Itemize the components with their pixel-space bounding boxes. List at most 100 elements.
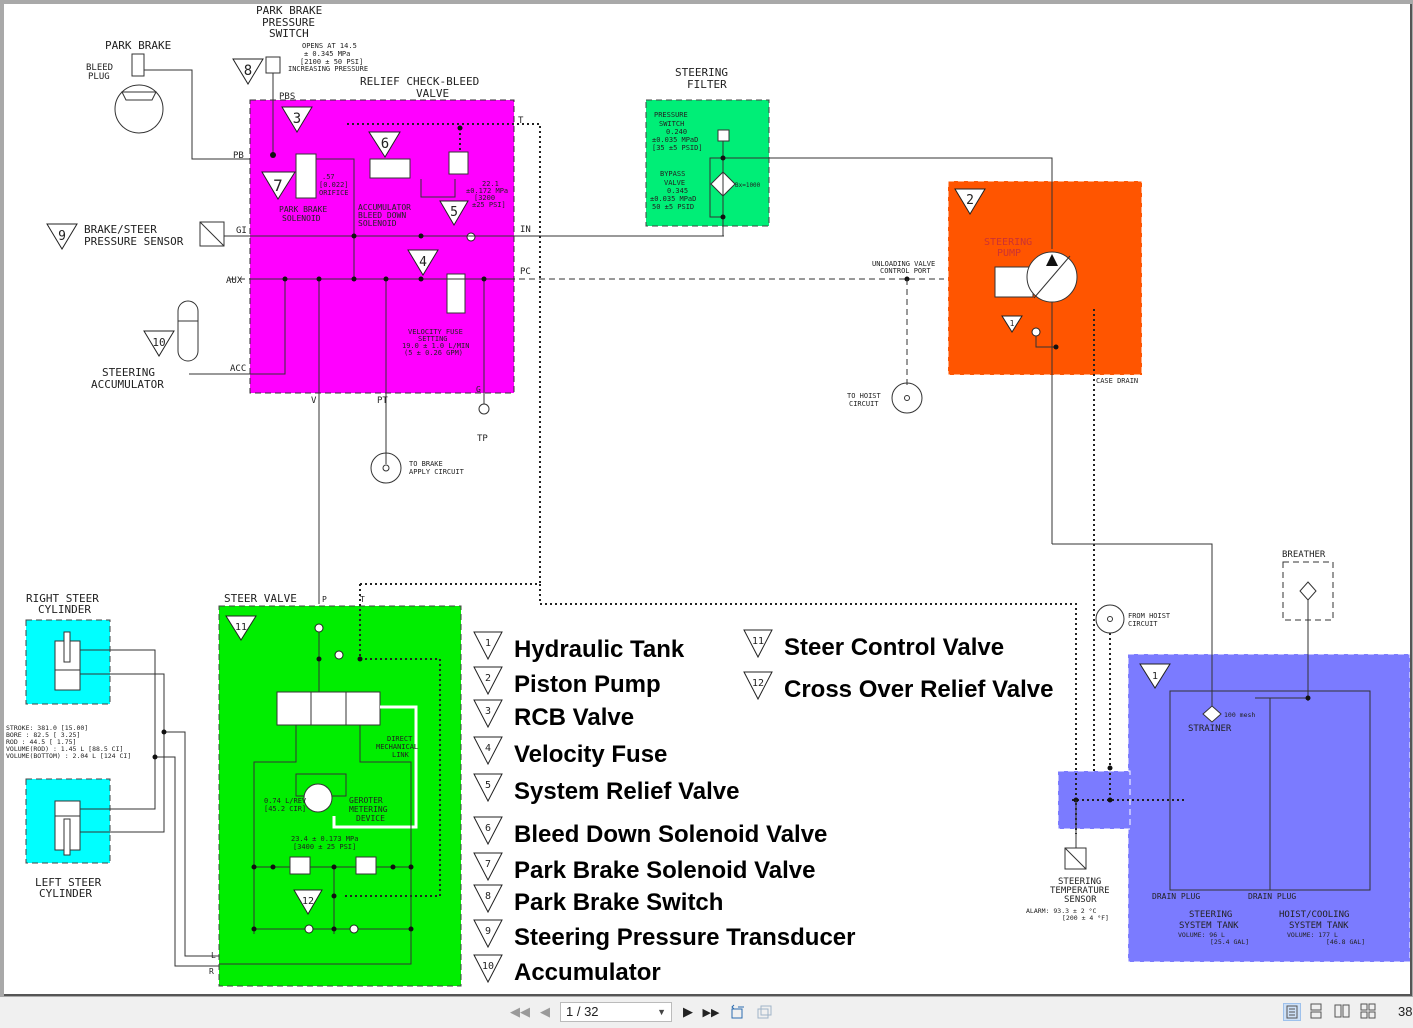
port-acc: ACC bbox=[230, 364, 246, 374]
pdf-page: PARK BRAKE BLEED PLUG PARK BRAKE PRESSUR… bbox=[4, 4, 1412, 996]
orifice-spec-1: .57 bbox=[322, 173, 335, 181]
port-r: R bbox=[209, 967, 214, 976]
continuous-view-button[interactable] bbox=[1308, 1003, 1326, 1021]
svg-text:2: 2 bbox=[966, 193, 974, 208]
port-l: L bbox=[211, 951, 216, 960]
to-brake-label-1: TO BRAKE bbox=[409, 460, 443, 468]
port-t-steer: T bbox=[360, 595, 365, 604]
filter-ps-5: [35 ±5 PSID] bbox=[652, 144, 703, 152]
filter-bv-2: VALVE bbox=[664, 179, 685, 187]
port-pc: PC bbox=[520, 267, 531, 277]
legend-number: 8 bbox=[485, 891, 491, 902]
filter-ps-4: ±0.035 MPaD bbox=[652, 136, 698, 144]
filter-pressure-switch-icon bbox=[717, 129, 730, 142]
last-page-icon[interactable]: ▶▶ bbox=[702, 1005, 720, 1019]
legend-label: Velocity Fuse bbox=[514, 741, 667, 768]
steer-relief-1: 23.4 ± 0.173 MPa bbox=[291, 835, 358, 843]
filter-bv-1: BYPASS bbox=[660, 170, 685, 178]
legend-label: Accumulator bbox=[514, 959, 661, 986]
to-hoist-label-2: CIRCUIT bbox=[849, 400, 879, 408]
relief-spec-4: ±25 PSI] bbox=[472, 201, 506, 209]
filter-title-1: STEERING bbox=[675, 66, 728, 79]
relief-spec-1: 22.1 bbox=[482, 180, 499, 188]
legend-label: System Relief Valve bbox=[514, 778, 739, 805]
previous-view-icon[interactable] bbox=[728, 1002, 748, 1022]
legend-number: 6 bbox=[485, 823, 491, 834]
svg-text:3: 3 bbox=[293, 111, 301, 127]
continuous-facing-view-button[interactable] bbox=[1360, 1003, 1378, 1021]
to-brake-label-2: APPLY CIRCUIT bbox=[409, 468, 465, 476]
previous-page-icon[interactable]: ◀ bbox=[540, 1004, 550, 1020]
accumulator-icon bbox=[177, 300, 199, 362]
page-number-dropdown[interactable]: 1 / 32 ▼ bbox=[560, 1002, 672, 1022]
vf-spec-2: SETTING bbox=[418, 335, 448, 343]
filter-bv-5: 50 ±5 PSID bbox=[652, 203, 694, 211]
accumulator-label-2: ACCUMULATOR bbox=[91, 378, 164, 391]
legend-number: 12 bbox=[752, 678, 764, 689]
document-viewer: PARK BRAKE BLEED PLUG PARK BRAKE PRESSUR… bbox=[4, 4, 1412, 996]
legend-number: 3 bbox=[485, 706, 491, 717]
pump-title-1: STEERING bbox=[984, 237, 1032, 248]
park-brake-label: PARK BRAKE bbox=[105, 39, 171, 52]
badge-10: 10 bbox=[143, 330, 175, 357]
steer-valve-title: STEER VALVE bbox=[224, 592, 297, 605]
first-page-icon[interactable]: ◀◀ bbox=[510, 1004, 530, 1020]
left-cylinder-label-2: CYLINDER bbox=[39, 887, 92, 900]
legend-number: 11 bbox=[752, 636, 764, 647]
bleed-plug-label: BLEED bbox=[86, 63, 113, 73]
test-point-label: TP bbox=[477, 434, 488, 444]
gerotor-label-1: GEROTER bbox=[349, 796, 383, 805]
unloading-port-label-2: CONTROL PORT bbox=[880, 267, 931, 275]
svg-text:4: 4 bbox=[419, 255, 427, 270]
pb-switch-icon bbox=[265, 56, 281, 74]
badge-5: 5 bbox=[439, 200, 469, 226]
crossover-relief-left bbox=[289, 856, 311, 875]
brake-steer-sensor-label-1: BRAKE/STEER bbox=[84, 223, 157, 236]
legend-label: Hydraulic Tank bbox=[514, 636, 685, 663]
hydraulic-schematic: PARK BRAKE BLEED PLUG PARK BRAKE PRESSUR… bbox=[6, 4, 1410, 987]
port-g: G bbox=[476, 385, 481, 394]
facing-view-button[interactable] bbox=[1334, 1003, 1352, 1021]
single-page-view-button[interactable] bbox=[1283, 1003, 1301, 1021]
single-page-icon bbox=[1286, 1005, 1298, 1019]
legend-number: 7 bbox=[485, 859, 491, 870]
bleed-down-solenoid-valve bbox=[369, 158, 411, 179]
strainer-mesh-label: 100 mesh bbox=[1224, 711, 1255, 719]
steering-tank-label-1: STEERING bbox=[1189, 910, 1232, 920]
legend-badge-icon bbox=[473, 852, 503, 882]
zoom-level[interactable]: 38 bbox=[1398, 1004, 1413, 1019]
park-brake-caliper bbox=[121, 91, 157, 101]
steering-tank-label-2: SYSTEM TANK bbox=[1179, 921, 1239, 931]
steering-tank-volume: VOLUME: 96 L bbox=[1178, 931, 1225, 939]
filter-bv-3: 0.345 bbox=[667, 187, 688, 195]
svg-text:9: 9 bbox=[58, 229, 66, 244]
park-brake-solenoid-valve bbox=[295, 153, 317, 199]
mech-link-2: MECHANICAL bbox=[376, 743, 418, 751]
legend-label: Piston Pump bbox=[514, 671, 661, 698]
case-drain-label: CASE DRAIN bbox=[1096, 377, 1138, 385]
facing-icon bbox=[1334, 1004, 1350, 1018]
mech-link-3: LINK bbox=[392, 751, 410, 759]
next-page-icon[interactable]: ▶ bbox=[683, 1004, 693, 1020]
next-view-icon[interactable] bbox=[754, 1002, 774, 1022]
port-v: V bbox=[311, 396, 317, 406]
svg-text:5: 5 bbox=[450, 205, 458, 220]
park-brake-actuator bbox=[131, 53, 145, 77]
filter-title-2: FILTER bbox=[687, 78, 727, 91]
legend-number: 10 bbox=[482, 961, 494, 972]
svg-text:11: 11 bbox=[235, 622, 247, 633]
acc-solenoid-label-1: ACCUMULATOR bbox=[358, 203, 411, 212]
badge-2: 2 bbox=[954, 188, 986, 215]
vf-spec-3: 19.0 ± 1.0 L/MIN bbox=[402, 342, 469, 350]
continuous-icon bbox=[1310, 1003, 1322, 1019]
filter-ps-3: 0.240 bbox=[666, 128, 687, 136]
crossover-relief-right bbox=[355, 856, 377, 875]
port-gi: GI bbox=[236, 226, 247, 236]
